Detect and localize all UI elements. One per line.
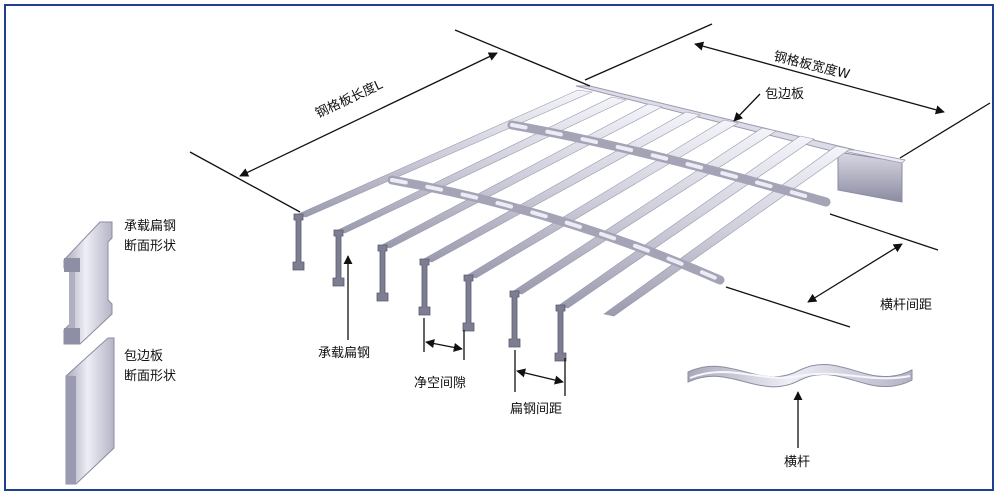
cross-bar-label: 横杆 [784, 455, 810, 470]
dimension-lines [189, 23, 991, 448]
cross-bars [387, 120, 831, 285]
cross-bar-detail [687, 364, 913, 388]
cross-bar-pitch-label: 横杆间距 [880, 298, 932, 313]
bearing-bar-ends [292, 213, 567, 362]
cross-pitch-arrow [807, 243, 903, 303]
bearing-section-label-2: 断面形状 [124, 239, 176, 254]
length-label: 钢格板长度L [313, 76, 386, 121]
edge-plate-label: 包边板 [765, 87, 804, 102]
width-label: 钢格板宽度W [772, 48, 852, 82]
bearing-bar-label: 承载扁钢 [318, 346, 370, 361]
bar-pitch-arrow [516, 368, 564, 385]
edge-plate-pointer [733, 93, 761, 122]
length-arrow [239, 52, 498, 177]
bearing-section-label-1: 承载扁钢 [124, 219, 176, 234]
clear-gap-label: 净空间隙 [414, 376, 466, 391]
clear-gap-arrow [425, 339, 463, 352]
bearing-bar-section-shape [63, 221, 113, 345]
edge-section-label-2: 断面形状 [124, 369, 176, 384]
bar-pitch-label: 扁钢间距 [510, 402, 562, 417]
edge-plate-section-shape [65, 337, 115, 485]
width-arrow [694, 41, 945, 115]
edge-section-label-1: 包边板 [124, 349, 163, 364]
grating-panel [292, 85, 906, 362]
bearing-bars [295, 89, 851, 317]
